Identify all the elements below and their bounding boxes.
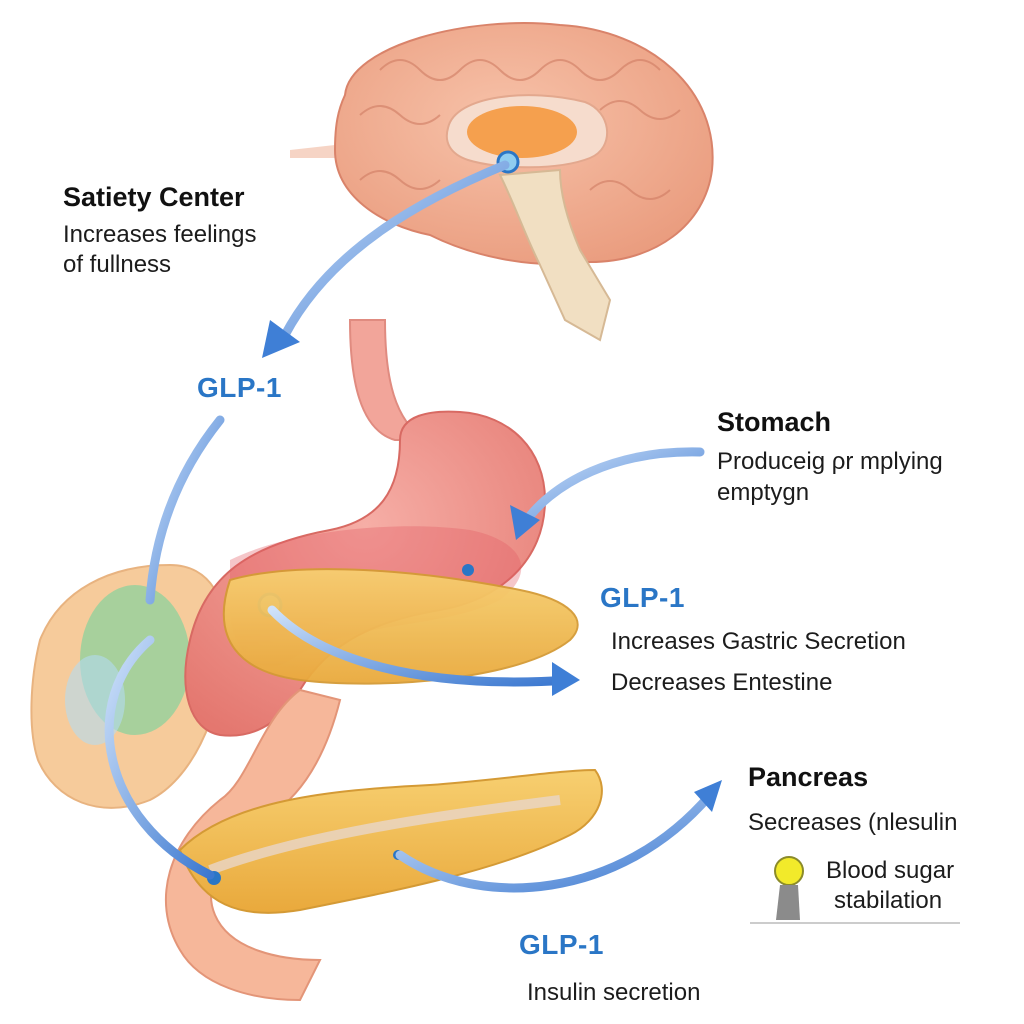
stomach-title: Stomach (717, 407, 832, 437)
glp1-label-bottom: GLP-1 (519, 929, 604, 960)
satiety-desc-line2: of fullness (63, 251, 172, 278)
blood-sugar-line1: Blood sugar (826, 857, 955, 884)
pancreas-desc: Secreases (nlesulin (748, 809, 958, 836)
lightbulb-icon (750, 856, 960, 924)
arrowheads (262, 320, 722, 812)
pancreas-illustration (178, 568, 603, 914)
glp1-label-top: GLP-1 (197, 372, 282, 403)
stomach-desc-line1: Produceig ρr mplying (717, 448, 943, 475)
satiety-center-title: Satiety Center (63, 182, 245, 212)
glp1-signal-arrows (104, 160, 715, 893)
brain-illustration (290, 22, 714, 342)
satiety-desc-line1: Increases feelings (63, 221, 257, 248)
glp1-label-middle: GLP-1 (600, 582, 685, 613)
blood-sugar-line2: stabilation (834, 887, 943, 914)
intestine-text: Decreases Entestine (611, 669, 833, 696)
insulin-secretion-text: Insulin secretion (527, 979, 701, 1006)
gastric-secretion-text: Increases Gastric Secretion (611, 628, 906, 655)
stomach-desc-line2: emptygn (717, 479, 810, 506)
pancreas-title: Pancreas (748, 762, 869, 792)
